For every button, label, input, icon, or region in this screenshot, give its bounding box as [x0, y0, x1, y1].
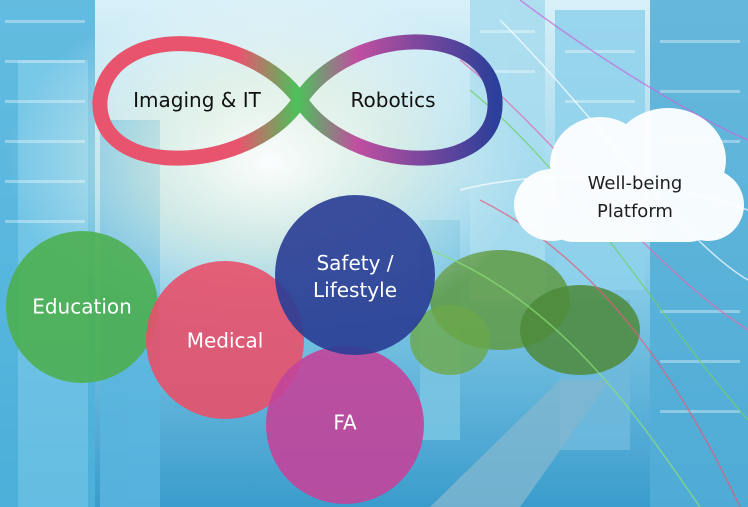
circle-education: [6, 231, 158, 383]
circle-fa: [266, 346, 424, 504]
cloud-shape: [514, 108, 744, 242]
cloud-line1: Well-being: [587, 173, 683, 194]
circle-medical: [146, 261, 304, 419]
infinity-symbol: [92, 34, 503, 166]
imaging-it-label: Imaging & IT: [133, 88, 261, 112]
cloud-line2: Platform: [597, 201, 673, 222]
well-being-platform-label: Well-being Platform: [588, 170, 683, 226]
robotics-label: Robotics: [350, 88, 436, 112]
circle-safety: [275, 195, 435, 355]
